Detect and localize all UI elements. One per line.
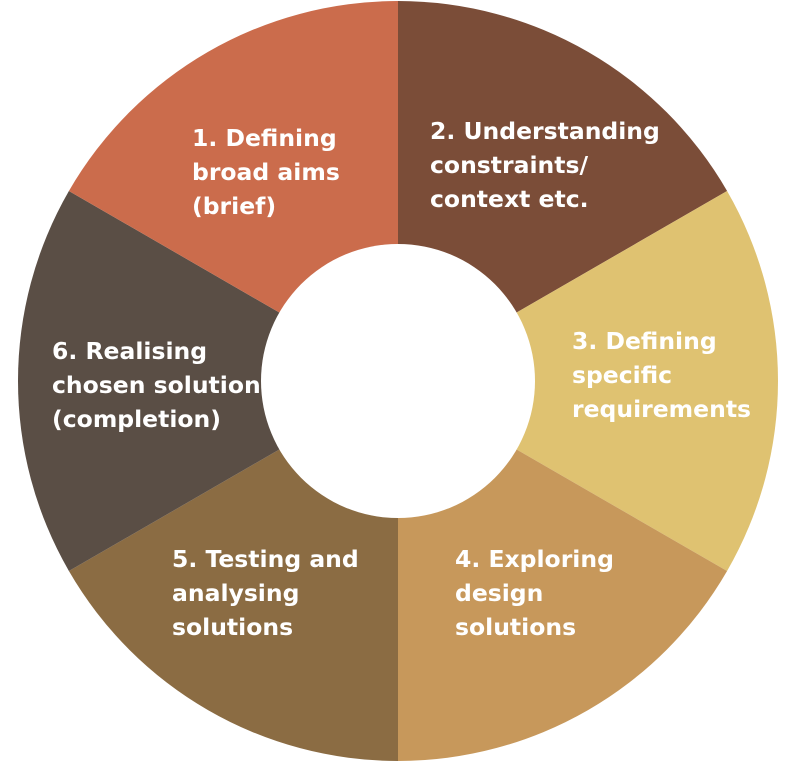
segment-5-wedge <box>17 191 398 571</box>
segment-3-label-line: specific <box>572 361 672 389</box>
segment-5-label-line: solutions <box>172 613 293 641</box>
segment-2-label-line: context etc. <box>430 185 589 213</box>
segment-4-label-line: design <box>455 579 543 607</box>
segment-6-label-line: 6. Realising <box>52 337 207 365</box>
segment-2-label: 2. Understanding constraints/context etc. <box>430 117 660 213</box>
segment-1-label-line: (brief) <box>192 192 276 220</box>
labels-layer: 1. Defining broad aims (brief) 2. Understan… <box>52 117 751 641</box>
segment-1-label: 1. Defining broad aims (brief) <box>192 124 340 220</box>
segment-6-label-line: (completion) <box>52 405 221 433</box>
segment-3-label-line: 3. Defining <box>572 327 717 355</box>
segment-1-label-line: 1. Defining <box>192 124 337 152</box>
segment-2-wedge <box>398 191 779 571</box>
segment-5-label: 5. Testing and analysing solutions <box>172 545 359 641</box>
segment-4-label-line: 4. Exploring <box>455 545 614 573</box>
segment-6-label-line: chosen solution <box>52 371 261 399</box>
segment-2-label-line: constraints/ <box>430 151 588 179</box>
segment-4-label-line: solutions <box>455 613 576 641</box>
center-hole <box>261 244 535 518</box>
segment-5-label-line: 5. Testing and <box>172 545 359 573</box>
segment-3-label-line: requirements <box>572 395 751 423</box>
segment-2-label-line: 2. Understanding <box>430 117 660 145</box>
segment-5-label-line: analysing <box>172 579 299 607</box>
segment-3-label: 3. Defining specific requirements <box>572 327 751 423</box>
segment-4-label: 4. Exploring design solutions <box>455 545 614 641</box>
segment-6-label: 6. Realising chosen solution (completion) <box>52 337 261 433</box>
segment-1-label-line: broad aims <box>192 158 340 186</box>
